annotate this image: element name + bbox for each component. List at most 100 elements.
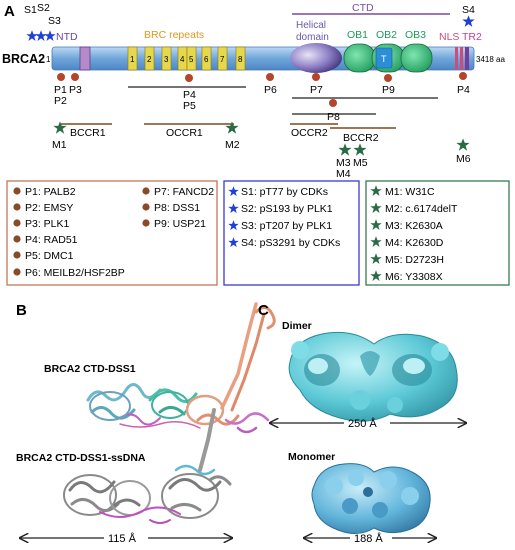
mutation-stars bbox=[53, 121, 470, 156]
label-p6: P6 bbox=[264, 84, 277, 96]
legend-s3: S3: pT207 by PLK1 bbox=[241, 220, 332, 232]
legend-m3: M3: K2630A bbox=[385, 220, 443, 232]
label-bccr2: BCCR2 bbox=[343, 132, 379, 144]
legend-m1: M1: W31C bbox=[385, 186, 435, 198]
brc-number-8: 8 bbox=[238, 55, 243, 64]
region-labels: BCCR1 OCCR1 OCCR2 BCCR2 bbox=[70, 127, 379, 144]
helical-domain bbox=[290, 43, 342, 73]
monomer-label: Monomer bbox=[288, 451, 335, 463]
legend-m4: M4: K2630D bbox=[385, 237, 444, 249]
legend-mutations bbox=[365, 180, 510, 286]
legend-p-text: P1: PALB2 P2: EMSY P3: PLK1 P4: RAD51 P5… bbox=[25, 186, 214, 279]
label-m5: M5 bbox=[353, 157, 368, 169]
brc-number-5: 5 bbox=[189, 55, 194, 64]
ob1-label: OB1 bbox=[347, 29, 368, 41]
panel-a-label: A bbox=[4, 3, 15, 20]
ob3-block bbox=[400, 43, 433, 73]
legend-phosphosites bbox=[223, 180, 360, 286]
helical-label-1: Helical bbox=[296, 20, 326, 31]
star-icon-s2 bbox=[35, 30, 47, 41]
ob2-label: OB2 bbox=[376, 29, 397, 41]
mutation-labels: M1 M2 M3 M4 M5 M6 bbox=[52, 139, 471, 180]
label-p9: P9 bbox=[382, 84, 395, 96]
legend-s4: S4: pS3291 by CDKs bbox=[241, 237, 340, 249]
interactor-dot-p3 bbox=[71, 73, 79, 81]
monomer-density-map bbox=[311, 463, 431, 534]
label-m3: M3 bbox=[336, 157, 351, 169]
tr2-label: TR2 bbox=[462, 31, 482, 43]
dimer-density-map bbox=[288, 331, 458, 422]
ctd-label: CTD bbox=[352, 2, 374, 14]
label-p3: P3 bbox=[69, 84, 82, 96]
brc-number-6: 6 bbox=[204, 55, 209, 64]
legend-p-dots bbox=[13, 187, 150, 276]
site-label-s4: S4 bbox=[462, 4, 475, 16]
ntd-block bbox=[79, 46, 91, 71]
legend-p2: P2: EMSY bbox=[25, 202, 73, 214]
interactor-dot-p6 bbox=[266, 73, 274, 81]
gene-end: 3418 aa bbox=[476, 55, 505, 64]
legend-p7: P7: FANCD2 bbox=[154, 186, 214, 198]
star-icon-m5 bbox=[353, 143, 367, 156]
brc-repeat-blocks bbox=[127, 46, 246, 71]
label-p4: P4 bbox=[183, 89, 196, 101]
label-p1: P1 bbox=[54, 84, 67, 96]
label-m2: M2 bbox=[225, 139, 240, 151]
legend-s-text: S1: pT77 by CDKs S2: pS193 by PLK1 S3: p… bbox=[241, 186, 340, 249]
structure-label-2: BRCA2 CTD-DSS1-ssDNA bbox=[16, 452, 146, 464]
tower-label: T bbox=[381, 54, 387, 64]
tower-block bbox=[375, 47, 393, 69]
star-icon-m1 bbox=[53, 121, 67, 134]
dimer-label: Dimer bbox=[282, 320, 312, 332]
legend-s2: S2: pS193 by PLK1 bbox=[241, 203, 333, 215]
interactor-dot-p8 bbox=[329, 99, 337, 107]
site-label-s2: S2 bbox=[37, 2, 50, 14]
star-icon-s1 bbox=[26, 30, 38, 41]
legend-p8: P8: DSS1 bbox=[154, 202, 200, 214]
label-p7: P7 bbox=[310, 84, 323, 96]
tr2-block bbox=[465, 47, 469, 70]
scale-250: 250 Å bbox=[348, 417, 377, 430]
label-bccr1: BCCR1 bbox=[70, 127, 106, 139]
star-icon-s3 bbox=[44, 30, 56, 41]
label-m6: M6 bbox=[456, 153, 471, 165]
ntd-label: NTD bbox=[56, 31, 78, 43]
legend-p5: P5: DMC1 bbox=[25, 250, 74, 262]
ob1-block bbox=[343, 43, 376, 73]
panel-c-label: C bbox=[258, 302, 269, 319]
panel-b-label: B bbox=[16, 302, 27, 319]
gene-name: BRCA2 bbox=[2, 52, 45, 66]
interactor-dots bbox=[57, 72, 467, 107]
label-occr1: OCCR1 bbox=[166, 127, 203, 139]
legend-p3: P3: PLK1 bbox=[25, 218, 70, 230]
star-icon-m3 bbox=[338, 143, 352, 156]
nls-label: NLS bbox=[439, 31, 459, 43]
legend-m-text: M1: W31C M2: c.6174delT M3: K2630A M4: K… bbox=[385, 186, 458, 283]
label-m4: M4 bbox=[336, 168, 351, 180]
site-label-s3: S3 bbox=[48, 15, 61, 27]
legend-s1: S1: pT77 by CDKs bbox=[241, 186, 328, 198]
label-p4-c: P4 bbox=[457, 84, 470, 96]
brc-number-4: 4 bbox=[180, 55, 185, 64]
site-label-s1: S1 bbox=[24, 4, 37, 16]
interactor-dot-p4p5 bbox=[185, 74, 193, 82]
interactor-dot-p4c bbox=[459, 72, 467, 80]
legend-p9: P9: USP21 bbox=[154, 218, 206, 230]
label-m1: M1 bbox=[52, 139, 67, 151]
brc-number-1: 1 bbox=[130, 55, 135, 64]
scale-115: 115 Å bbox=[108, 532, 137, 545]
nls-block-2 bbox=[460, 47, 463, 70]
star-icon-m6 bbox=[456, 138, 470, 151]
ctd-dss1-ssdna-structure bbox=[63, 408, 232, 524]
gene-start: 1 bbox=[46, 55, 51, 64]
label-p5: P5 bbox=[183, 100, 196, 112]
legend-p4: P4: RAD51 bbox=[25, 234, 78, 246]
scale-188: 188 Å bbox=[354, 532, 383, 545]
legend-m6: M6: Y3308X bbox=[385, 271, 443, 283]
structure-label-1: BRCA2 CTD-DSS1 bbox=[44, 363, 136, 375]
brc-number-2: 2 bbox=[147, 55, 152, 64]
ob3-label: OB3 bbox=[405, 29, 426, 41]
legend-m5: M5: D2723H bbox=[385, 254, 444, 266]
interactor-dot-p9 bbox=[384, 74, 392, 82]
